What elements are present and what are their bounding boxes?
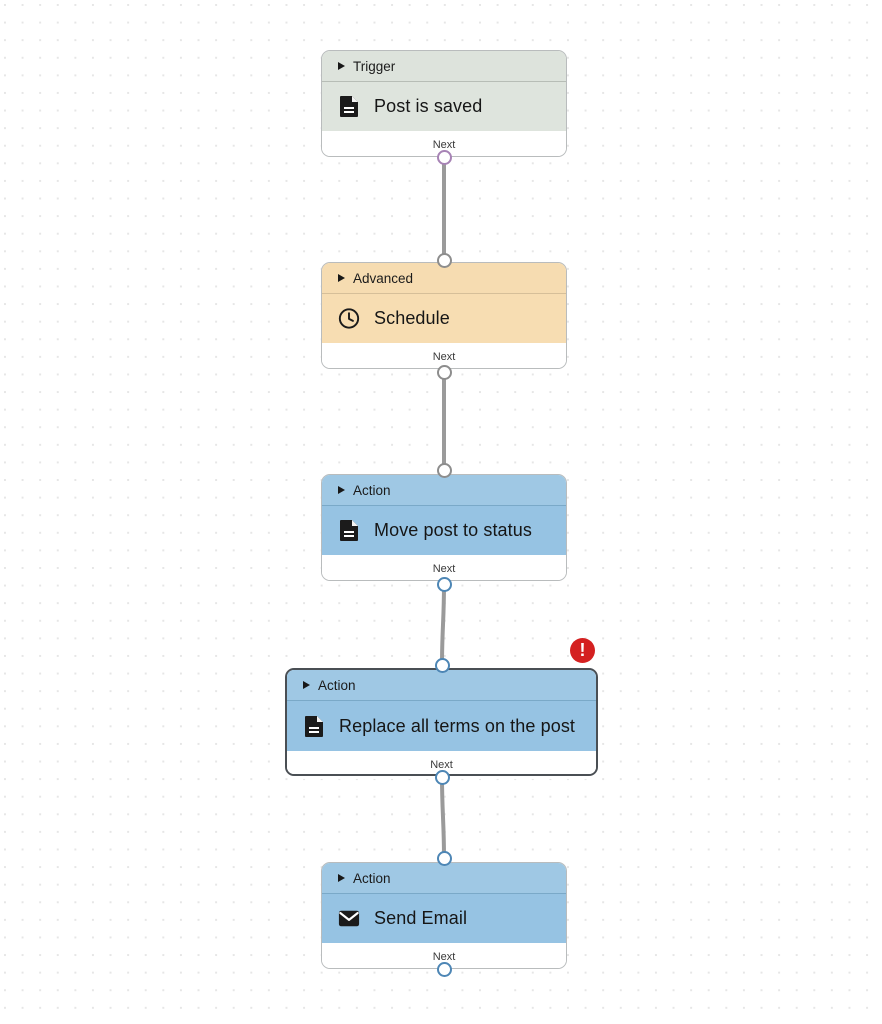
expand-triangle-icon[interactable]	[303, 681, 310, 689]
edge-replace-to-send-email[interactable]	[440, 775, 446, 860]
document-icon	[338, 96, 360, 118]
node-header-action-send-email[interactable]: Action	[322, 863, 566, 893]
envelope-icon	[338, 908, 360, 930]
node-category-label: Action	[353, 482, 391, 498]
node-footer-action-replace-all-terms[interactable]: Next	[287, 751, 596, 774]
node-title: Replace all terms on the post	[339, 715, 576, 736]
edge-move-post-to-replace[interactable]	[440, 582, 446, 667]
source-port-action-replace[interactable]	[434, 769, 450, 785]
clock-icon	[338, 308, 360, 330]
node-category-label: Advanced	[353, 270, 414, 286]
node-body-action-send-email[interactable]: Send Email	[322, 894, 566, 943]
expand-triangle-icon[interactable]	[338, 274, 345, 282]
document-icon	[303, 715, 325, 737]
error-badge[interactable]: !	[570, 638, 595, 663]
source-port-action-send-email[interactable]	[436, 961, 452, 977]
node-header-advanced-schedule[interactable]: Advanced	[322, 263, 566, 293]
node-header-trigger-post-is-saved[interactable]: Trigger	[322, 51, 566, 81]
node-body-action-move-post-to-status[interactable]: Move post to status	[322, 506, 566, 555]
node-divider	[322, 81, 566, 82]
expand-triangle-icon[interactable]	[338, 486, 345, 494]
next-label: Next	[432, 350, 456, 363]
node-divider	[322, 893, 566, 894]
target-port-action-send-email[interactable]	[436, 850, 452, 866]
expand-triangle-icon[interactable]	[338, 874, 345, 882]
source-port-advanced[interactable]	[436, 364, 452, 380]
node-body-action-replace-all-terms[interactable]: Replace all terms on the post	[287, 701, 596, 751]
source-port-action-move[interactable]	[436, 576, 452, 592]
expand-triangle-icon[interactable]	[338, 62, 345, 70]
node-title: Schedule	[374, 308, 450, 328]
node-title: Move post to status	[374, 520, 532, 540]
target-port-advanced[interactable]	[436, 252, 452, 268]
node-divider	[322, 293, 566, 294]
node-category-label: Action	[318, 677, 356, 693]
node-divider	[287, 700, 596, 701]
document-icon	[338, 520, 360, 542]
next-label: Next	[432, 950, 456, 963]
target-port-action-move[interactable]	[436, 462, 452, 478]
source-port-trigger[interactable]	[436, 149, 452, 165]
node-divider	[322, 505, 566, 506]
node-title: Send Email	[374, 908, 468, 928]
error-badge-glyph: !	[579, 639, 586, 660]
node-header-action-move-post-to-status[interactable]: Action	[322, 475, 566, 505]
node-header-action-replace-all-terms[interactable]: Action	[287, 670, 596, 700]
node-body-trigger-post-is-saved[interactable]: Post is saved	[322, 82, 566, 131]
next-label: Next	[432, 138, 456, 151]
next-label: Next	[432, 562, 456, 575]
next-label: Next	[430, 758, 453, 771]
node-category-label: Trigger	[353, 58, 396, 74]
node-footer-action-move-post-to-status[interactable]: Next	[322, 555, 566, 580]
node-body-advanced-schedule[interactable]: Schedule	[322, 294, 566, 343]
node-title: Post is saved	[374, 96, 483, 116]
node-footer-advanced-schedule[interactable]: Next	[322, 343, 566, 368]
node-category-label: Action	[353, 870, 391, 886]
target-port-action-replace[interactable]	[434, 657, 450, 673]
